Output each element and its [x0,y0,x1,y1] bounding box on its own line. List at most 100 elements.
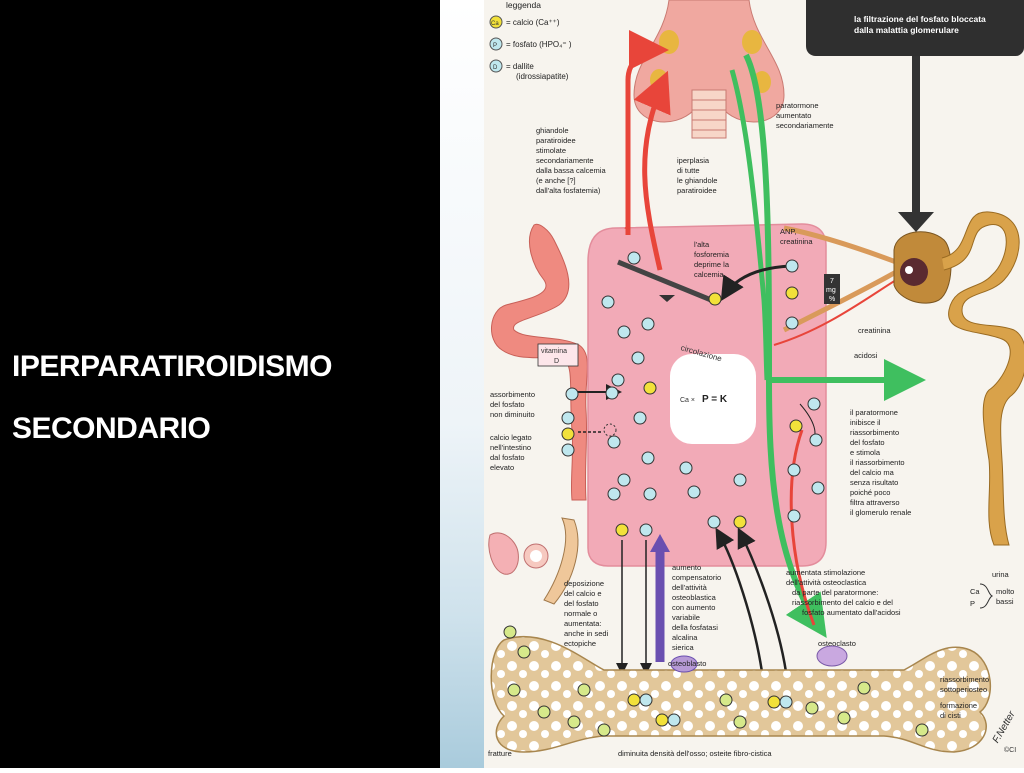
phosphate-ion [627,251,641,265]
vitamin-d-label-2: D [554,358,559,365]
phosphate-ion [607,435,621,449]
label-parathyroid-3: stimolate [536,146,566,155]
label-compensatory-4: osteoblastica [672,593,717,602]
phosphate-ion [807,397,821,411]
label-pth-kidney-5: e stimola [850,448,881,457]
phosphate-ion [611,373,625,387]
label-osteoclastic-2: dell'attività osteoclastica [786,578,867,587]
kidney-illustration [893,211,1024,546]
phosphate-ion [565,387,579,401]
label-compensatory-3: dell'attività [672,583,708,592]
legend-calcium-symbol: Ca [491,21,499,27]
label-compensatory-2: compensatorio [672,573,721,582]
calcium-ion [785,286,799,300]
label-pth-kidney-11: il glomerulo renale [850,508,911,517]
green-arrow-pth-kidney [743,53,926,401]
formula-main: P = K [702,394,728,405]
label-osteoclast: osteoclasto [818,639,856,648]
phosphate-ion [641,451,655,465]
label-deposition-4: normale o [564,609,597,618]
phosphate-ion [787,509,801,523]
legend-phosphate-symbol: P [493,43,497,49]
seven-mg-label-3: % [829,296,835,303]
label-osteoclastic-5: fosfato aumentato dall'acidosi [802,608,901,617]
label-calcium-bound-2: nell'intestino [490,443,531,452]
vitamin-d-label-1: vitamina [541,348,567,355]
label-pth-kidney-6: il riassorbimento [850,458,905,467]
label-compensatory-5: con aumento [672,603,715,612]
calcium-ion [733,515,747,529]
label-calcium-bound-3: dal fosfato [490,453,525,462]
label-urine-p: P [970,599,975,608]
label-pth-kidney-8: senza risultato [850,478,898,487]
phosphate-ion [601,295,615,309]
label-cysts-2: di cisti [940,711,961,720]
label-pth-kidney-10: filtra attraverso [850,498,900,507]
ectopic-calcification-illustrations [488,517,579,605]
label-pth-kidney-1: il paratormone [850,408,898,417]
label-compensatory-7: della fosfatasi [672,623,718,632]
legend: leggenda Ca = calcio (Ca⁺⁺) P = fosfato … [489,0,572,81]
label-osteoclastic-4: riassorbimento del calcio e del [792,598,893,607]
phosphate-ion [809,433,823,447]
phosphate-ion [733,473,747,487]
title-panel: IPERPARATIROIDISMO SECONDARIO [0,0,440,768]
label-osteoclastic-3: da parte del paratormone: [792,588,878,597]
phosphate-ion [639,523,653,537]
phosphate-ion [811,481,825,495]
phosphate-ion [679,461,693,475]
phosphate-ion [631,351,645,365]
label-pth-kidney-9: poiché poco [850,488,890,497]
legend-phosphate-swatch [489,37,503,51]
label-urine-low-1: molto [996,587,1014,596]
label-high-phosphate-3: deprime la [694,260,730,269]
decorative-gradient-strip [440,0,484,768]
label-density: diminuita densità dell'osso; osteite fib… [618,749,772,758]
phosphate-lever [617,259,717,305]
label-parathyroid-1: ghiandole [536,126,569,135]
legend-heading: leggenda [506,0,541,10]
red-arrow-middle [633,70,671,271]
phosphate-ion [687,485,701,499]
label-osteoclastic-1: aumentata stimolazione [786,568,865,577]
label-pth-2: aumentato [776,111,811,120]
slide-title-line-1: IPERPARATIROIDISMO [12,350,332,383]
label-pth-kidney-2: inibisce il [850,418,881,427]
label-pth-1: paratormone [776,101,819,110]
copyright-mark: ©CI [1004,746,1016,754]
label-high-phosphate-1: l'alta [694,240,710,249]
label-hyperplasia-3: le ghiandole [677,176,717,185]
phosphate-ion [707,515,721,529]
label-compensatory-6: variabile [672,613,700,622]
circulation-center [670,354,756,444]
calcium-ion [643,381,657,395]
label-urine: urina [992,570,1010,579]
seven-mg-label-1: 7 [830,278,834,285]
phosphate-ion [785,259,799,273]
label-deposition-2: del calcio e [564,589,602,598]
urine-bracket [979,583,994,609]
label-fractures: fratture [488,749,512,758]
black-arrow-resorption-p [715,527,764,673]
legend-dallite-text: = dallite [506,62,534,71]
label-pth-kidney-4: del fosfato [850,438,885,447]
label-compensatory-9: sierica [672,643,695,652]
calcium-ion [789,419,803,433]
slide-title-line-2: SECONDARIO [12,412,211,445]
legend-phosphate-text: = fosfato (HPO₄⁼ ) [506,40,572,49]
pathophysiology-diagram: la filtrazione del fosfato bloccata dall… [484,0,1024,768]
label-parathyroid-2: paratiroidee [536,136,576,145]
phosphate-ion [605,386,619,400]
phosphate-ion [607,487,621,501]
label-parathyroid-7: dall'alta fosfatemia) [536,186,601,195]
glomerular-filtration-box: la filtrazione del fosfato bloccata dall… [806,0,1024,232]
label-pth-kidney-7: del calcio ma [850,468,895,477]
phosphate-ion [561,411,575,425]
red-arrow-left [625,30,669,235]
label-deposition-1: deposizione [564,579,604,588]
purple-arrowhead [650,534,670,552]
label-absorption-1: assorbimento [490,390,535,399]
phosphate-ion [617,325,631,339]
label-cysts-1: formazione [940,701,977,710]
label-compensatory-8: alcalina [672,633,698,642]
